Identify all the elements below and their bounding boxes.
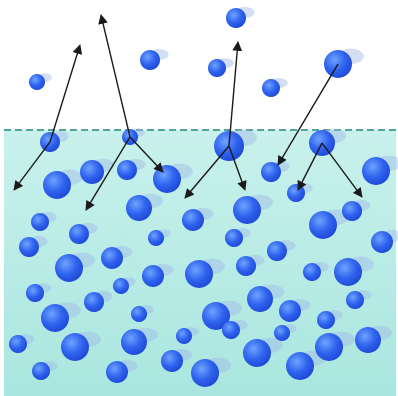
molecule-icon [279, 300, 301, 322]
molecule-icon [243, 339, 271, 367]
molecule-icon [26, 284, 44, 302]
molecule-icon [32, 362, 50, 380]
molecule-icon [153, 165, 181, 193]
molecule-icon [185, 260, 213, 288]
molecule-icon [61, 333, 89, 361]
molecule-icon [303, 263, 321, 281]
molecule-icon [9, 335, 27, 353]
molecule-icon [41, 304, 69, 332]
molecule-icon [176, 328, 192, 344]
molecule-icon [225, 229, 243, 247]
molecule-icon [161, 350, 183, 372]
molecule-icon [371, 231, 393, 253]
molecule-icon [140, 50, 160, 70]
molecule-icon [117, 160, 137, 180]
molecule-icon [236, 256, 256, 276]
molecule-icon [131, 306, 147, 322]
molecule-icon [355, 327, 381, 353]
molecule-icon [287, 184, 305, 202]
molecule-icon [19, 237, 39, 257]
molecule-icon [43, 171, 71, 199]
molecule-icon [247, 286, 273, 312]
molecule-icon [148, 230, 164, 246]
molecule-icon [222, 321, 240, 339]
molecule-icon [106, 361, 128, 383]
molecule-icon [191, 359, 219, 387]
molecule-icon [182, 209, 204, 231]
molecule-icon [267, 241, 287, 261]
molecule-icon [31, 213, 49, 231]
molecule-icon [113, 278, 129, 294]
molecule-icon [362, 157, 390, 185]
molecule-icon [121, 329, 147, 355]
molecule-icon [84, 292, 104, 312]
molecule-icon [208, 59, 226, 77]
molecule-icon [317, 311, 335, 329]
molecule-icon [126, 195, 152, 221]
molecule-icon [286, 352, 314, 380]
molecule-icon [142, 265, 164, 287]
molecule-icon [262, 79, 280, 97]
molecule-icon [334, 258, 362, 286]
molecule-icon [342, 201, 362, 221]
molecule-icon [80, 160, 104, 184]
molecule-icon [69, 224, 89, 244]
molecule-icon [29, 74, 45, 90]
molecule-icon [226, 8, 246, 28]
molecule-icon [274, 325, 290, 341]
molecule-icon [101, 247, 123, 269]
molecule-icon [233, 196, 261, 224]
molecule-icon [315, 333, 343, 361]
molecule-icon [55, 254, 83, 282]
molecule-icon [346, 291, 364, 309]
molecule-icon [309, 211, 337, 239]
